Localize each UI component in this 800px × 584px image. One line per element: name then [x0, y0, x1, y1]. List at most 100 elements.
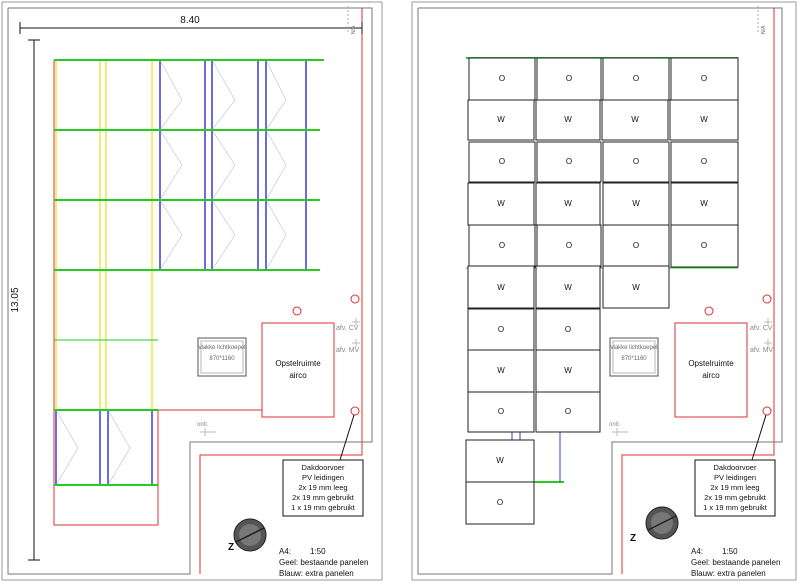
- panel: [467, 391, 535, 433]
- right-afv-cv: afv. CV: [750, 325, 773, 332]
- left-note-line-3: 2x 19 mm leeg: [298, 483, 347, 492]
- right-sheet-border: [411, 1, 797, 581]
- panel-label: O: [701, 74, 707, 83]
- panel: [670, 57, 739, 101]
- panel-label: O: [499, 241, 505, 250]
- left-legend-blue: Blauw: extra panelen: [279, 569, 354, 578]
- panel: [602, 141, 670, 183]
- right-circle-top: [704, 306, 714, 316]
- panel-label: O: [633, 74, 639, 83]
- right-corner-tag: N/A: [761, 25, 767, 34]
- left-corner-tag: N/A: [351, 25, 357, 34]
- right-skylight-label: vlakke lichtkoepel: [610, 345, 657, 351]
- panel-label: O: [633, 241, 639, 250]
- panel: [670, 224, 739, 268]
- left-note-line-1: Dakdoorvoer: [302, 463, 345, 472]
- left-skylight-size: 870*1160: [209, 356, 235, 362]
- panel-label: O: [498, 325, 504, 334]
- panel-label: W: [497, 115, 505, 124]
- right-ontl: ontl.: [609, 422, 621, 428]
- right-legend-scale-value: 1:50: [722, 547, 738, 556]
- right-skylight-size: 870*1160: [621, 356, 647, 362]
- left-sheet-border: [1, 1, 383, 581]
- right-building-outline: [417, 7, 783, 575]
- left-existing-panels: [55, 60, 153, 410]
- right-note-line-3: 2x 19 mm leeg: [710, 483, 759, 492]
- panel-label: O: [566, 157, 572, 166]
- left-dim-width-label: 8.40: [180, 15, 200, 26]
- panel-label: O: [497, 498, 503, 507]
- panel-label: W: [497, 199, 505, 208]
- right-panels: O O O O W W W W O O O O: [465, 57, 739, 525]
- panel: [468, 57, 536, 101]
- panel: [467, 265, 535, 309]
- left-legend-scale-value: 1:50: [310, 547, 326, 556]
- panel: [536, 141, 602, 183]
- panel-label: O: [701, 241, 707, 250]
- left-rails: [54, 59, 324, 486]
- left-extra-panels: [55, 60, 307, 485]
- panel: [535, 265, 601, 309]
- right-compass-icon: Z: [630, 506, 679, 544]
- panel: [670, 141, 739, 183]
- panel: [536, 57, 602, 101]
- left-circle-feed: [350, 406, 360, 416]
- left-afv-mv: afv. MV: [336, 347, 360, 354]
- panel: [602, 224, 670, 268]
- right-note-leader: [751, 414, 767, 461]
- left-note-line-2: PV leidingen: [302, 473, 344, 482]
- panel-label: W: [564, 283, 572, 292]
- left-legend-scale-label: A4:: [279, 547, 291, 556]
- panel-label: O: [499, 157, 505, 166]
- panel-label: W: [497, 366, 505, 375]
- panel: [535, 349, 601, 393]
- panel-label: W: [632, 199, 640, 208]
- right-roof-edge: [621, 8, 775, 574]
- right-note-line-4: 2x 19 mm gebruikt: [704, 493, 767, 502]
- right-circle-cv: [762, 294, 772, 304]
- panel: [669, 99, 739, 141]
- right-afv-mv: afv. MV: [750, 347, 774, 354]
- left-building-outline: [7, 7, 373, 575]
- right-skylight: [609, 337, 659, 377]
- left-legend-yellow: Geel: bestaande panelen: [279, 558, 368, 567]
- left-room-label-1: Opstelruimte: [275, 359, 321, 368]
- panel: [467, 308, 535, 352]
- panel: [535, 391, 601, 433]
- panel-label: W: [497, 283, 505, 292]
- panel-label: O: [701, 157, 707, 166]
- panel-label: W: [564, 115, 572, 124]
- panel: [602, 265, 670, 309]
- panel-label: W: [632, 283, 640, 292]
- right-note-line-1: Dakdoorvoer: [714, 463, 757, 472]
- right-legend-scale-label: A4:: [691, 547, 703, 556]
- left-ontl: ontl.: [197, 422, 209, 428]
- left-skylight: [197, 337, 247, 377]
- panel: [602, 182, 670, 226]
- panel-label: W: [496, 456, 504, 465]
- left-roof-edge: [199, 8, 363, 574]
- panel-label: W: [700, 115, 708, 124]
- panel-label: O: [499, 74, 505, 83]
- left-note-line-4: 2x 19 mm gebruikt: [292, 493, 355, 502]
- panel-label: W: [564, 199, 572, 208]
- left-skylight-label: vlakke lichtkoepel: [198, 345, 245, 351]
- panel-label: O: [633, 157, 639, 166]
- panel: [467, 349, 535, 393]
- svg-text:Z: Z: [228, 542, 234, 553]
- panel: [468, 141, 536, 183]
- panel-label: W: [564, 366, 572, 375]
- right-room-label-2: airco: [702, 371, 720, 380]
- left-note-leader: [339, 414, 355, 461]
- panel-label: O: [498, 407, 504, 416]
- panel-label: O: [565, 407, 571, 416]
- right-legend-blue: Blauw: extra panelen: [691, 569, 766, 578]
- panel-label: W: [700, 199, 708, 208]
- panel: [465, 439, 535, 483]
- right-room-box: [674, 322, 748, 418]
- right-sheet: N/A O O O O W W: [411, 1, 797, 581]
- left-panel-hatching: [55, 59, 287, 486]
- left-circle-top: [292, 306, 302, 316]
- svg-text:Z: Z: [630, 533, 636, 544]
